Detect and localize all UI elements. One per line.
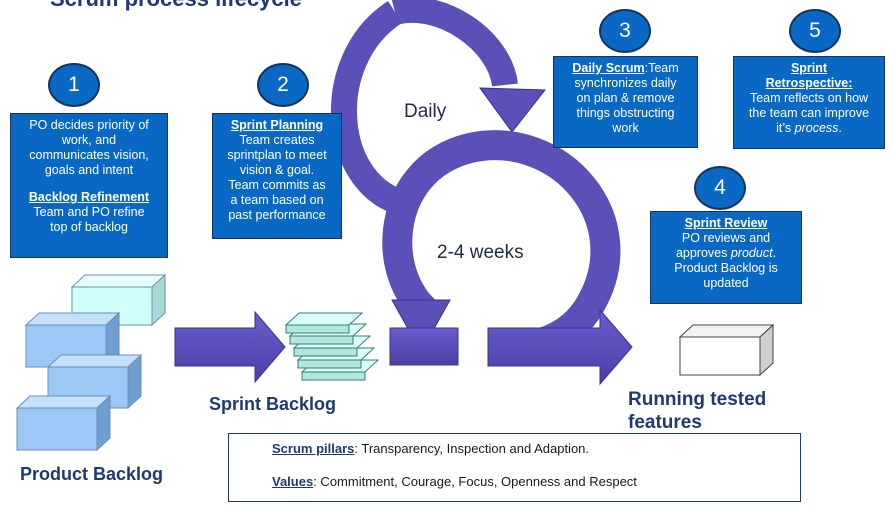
product-backlog-label: Product Backlog — [20, 464, 164, 484]
retrospective-title-1: Sprint — [790, 61, 828, 75]
step-2-box: Sprint Planning Team creates sprintplan … — [212, 113, 342, 239]
step-5-box: Sprint Retrospective: Team reflects on h… — [733, 56, 885, 149]
arrow-into-sprint — [389, 327, 459, 366]
running-features-label-2: features — [628, 412, 702, 433]
running-features-label-1: Running tested — [628, 389, 767, 410]
step-5-line: the team can improve — [748, 106, 870, 120]
page-title-fragment: Scrum process lifecycle — [50, 0, 302, 12]
sprint-planning-title: Sprint Planning — [230, 118, 324, 132]
step-2-line: sprintplan to meet — [227, 148, 327, 162]
step-2-line: vision & goal. — [239, 163, 315, 177]
step-1-line: Team and PO refine — [33, 205, 145, 219]
pillars-values-box: Scrum pillars: Transparency, Inspection … — [228, 433, 801, 502]
step-3-line: work — [612, 121, 639, 135]
arrow-to-running-features — [487, 308, 633, 386]
step-1-line: PO decides priority of — [29, 118, 149, 132]
step-3-line: on plan & remove — [576, 91, 675, 105]
step-5-process-em: process — [794, 121, 839, 135]
step-3-badge: 3 — [599, 9, 651, 53]
sprint-review-title: Sprint Review — [684, 216, 768, 230]
step-1-line: communicates vision, — [29, 148, 149, 162]
step-3-line: things obstructing — [576, 106, 675, 120]
daily-scrum-suffix: :Team — [644, 61, 679, 75]
pillars-key: Scrum pillars — [272, 441, 355, 456]
step-2-line: a team based on — [230, 193, 324, 207]
step-4-line-post: . — [772, 246, 777, 260]
step-3-line: synchronizes daily — [574, 76, 677, 90]
increment-cube — [678, 323, 775, 377]
step-5-badge: 5 — [789, 9, 841, 53]
step-4-line-pre: approves — [675, 246, 731, 260]
arrow-to-sprint-backlog — [174, 310, 286, 384]
step-2-badge: 2 — [257, 63, 309, 107]
step-4-badge: 4 — [694, 166, 746, 210]
values-key: Values — [272, 474, 314, 489]
backlog-refinement-title: Backlog Refinement — [28, 190, 150, 204]
sprint-cycle-label: 2-4 weeks — [437, 242, 524, 263]
step-5-last-post: . — [838, 121, 842, 135]
step-1-line: goals and intent — [44, 163, 134, 177]
step-4-line: updated — [703, 276, 749, 290]
sprint-backlog-label: Sprint Backlog — [209, 394, 337, 414]
pillars-value: : Transparency, Inspection and Adaption. — [354, 441, 590, 456]
step-2-line: past performance — [228, 208, 326, 222]
sprint-arrowhead — [391, 299, 451, 354]
sprint-backlog-stack — [284, 312, 380, 381]
daily-scrum-title: Daily Scrum — [572, 61, 645, 75]
step-2-line: Team commits as — [228, 178, 326, 192]
retrospective-title-2: Retrospective: — [765, 76, 853, 90]
step-1-badge: 1 — [48, 63, 100, 107]
step-4-line: Product Backlog is — [674, 261, 778, 275]
daily-cycle-label: Daily — [404, 101, 447, 122]
pillars-row: Scrum pillars: Transparency, Inspection … — [272, 441, 589, 456]
values-row: Values: Commitment, Courage, Focus, Open… — [272, 474, 637, 489]
step-1-box: PO decides priority of work, and communi… — [10, 113, 168, 258]
step-4-box: Sprint Review PO reviews and approves pr… — [650, 211, 802, 304]
step-3-box: Daily Scrum:Team synchronizes daily on p… — [553, 56, 698, 148]
step-1-line: work, and — [61, 133, 117, 147]
daily-cycle-arrow — [331, 1, 414, 218]
step-1-line: top of backlog — [50, 220, 128, 234]
step-4-line: PO reviews and — [681, 231, 771, 245]
step-5-last-pre: it’s — [776, 121, 795, 135]
step-4-product-em: product — [730, 246, 773, 260]
product-backlog-stack — [15, 273, 167, 452]
step-2-line: Team creates — [239, 133, 315, 147]
values-value: : Commitment, Courage, Focus, Openness a… — [313, 474, 637, 489]
step-5-line: Team reflects on how — [749, 91, 869, 105]
daily-arrowhead — [478, 87, 547, 133]
